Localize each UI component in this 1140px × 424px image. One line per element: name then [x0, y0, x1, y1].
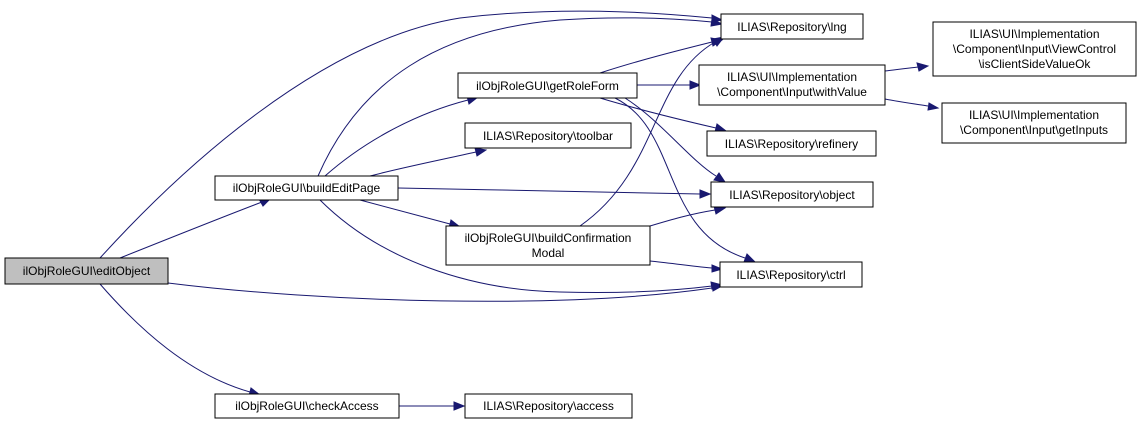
node-label: ILIAS\Repository\ctrl [736, 268, 845, 282]
node-toolbar[interactable]: ILIAS\Repository\toolbar [464, 122, 632, 149]
node-label: ILIAS\UI\Implementation [969, 27, 1099, 41]
node-label: ILIAS\UI\Implementation [727, 70, 857, 84]
node-label: ILIAS\Repository\toolbar [483, 129, 613, 143]
edge-buildEditPage-getRoleForm [324, 95, 480, 177]
node-label: ILIAS\Repository\access [483, 399, 614, 413]
node-access[interactable]: ILIAS\Repository\access [464, 393, 633, 419]
node-buildEditPage[interactable]: ilObjRoleGUI\buildEditPage [214, 175, 399, 201]
node-editObject[interactable]: ilObjRoleGUI\editObject [4, 257, 169, 285]
node-label: ilObjRoleGUI\buildEditPage [233, 181, 381, 195]
node-object[interactable]: ILIAS\Repository\object [710, 181, 874, 208]
node-label: ilObjRoleGUI\getRoleForm [476, 79, 619, 93]
node-label: ILIAS\Repository\lng [737, 20, 846, 34]
node-withValue[interactable]: ILIAS\UI\Implementation \Component\Input… [698, 64, 886, 106]
edge-buildConfirmationModal-object [649, 205, 727, 227]
node-label: ILIAS\Repository\object [729, 188, 855, 202]
node-lng[interactable]: ILIAS\Repository\lng [720, 13, 864, 40]
node-label: \Component\Input\withValue [717, 85, 867, 99]
node-checkAccess[interactable]: ilObjRoleGUI\checkAccess [214, 393, 400, 419]
node-buildConfirmationModal[interactable]: ilObjRoleGUI\buildConfirmation Modal [445, 225, 651, 266]
edge-buildConfirmationModal-ctrl [649, 260, 724, 273]
node-label: \Component\Input\getInputs [960, 123, 1108, 137]
edge-getRoleForm-object [624, 97, 727, 183]
node-isClientSideValueOk[interactable]: ILIAS\UI\Implementation \Component\Input… [932, 21, 1137, 77]
edge-checkAccess-access [399, 401, 466, 411]
edge-buildEditPage-lng [317, 17, 724, 177]
nodes-layer: ilObjRoleGUI\editObject ilObjRoleGUI\bui… [4, 13, 1137, 419]
edge-buildEditPage-toolbar [369, 147, 488, 177]
edge-getRoleForm-withValue [637, 80, 702, 90]
node-ctrl[interactable]: ILIAS\Repository\ctrl [719, 261, 863, 288]
edge-editObject-checkAccess [99, 283, 262, 397]
edge-buildEditPage-buildConfirmationModal [359, 199, 462, 229]
edge-withValue-isClientSideValueOk [884, 62, 930, 72]
edge-withValue-getInputs [884, 98, 940, 111]
node-label: Modal [532, 246, 565, 260]
node-getRoleForm[interactable]: ilObjRoleGUI\getRoleForm [457, 72, 638, 99]
edge-buildEditPage-object [397, 187, 712, 199]
node-label: ilObjRoleGUI\buildConfirmation [465, 231, 632, 245]
node-label: ILIAS\UI\Implementation [969, 108, 1099, 122]
node-label: \Component\Input\ViewControl [953, 42, 1116, 56]
node-label: ilObjRoleGUI\checkAccess [235, 399, 378, 413]
edge-editObject-buildEditPage [119, 196, 274, 259]
node-refinery[interactable]: ILIAS\Repository\refinery [706, 130, 877, 157]
edge-buildEditPage-ctrl [319, 199, 724, 294]
edge-getRoleForm-refinery [599, 97, 728, 133]
node-label: ilObjRoleGUI\editObject [23, 264, 151, 278]
node-label: ILIAS\Repository\refinery [725, 137, 858, 151]
node-label: \isClientSideValueOk [979, 57, 1092, 71]
node-getInputs[interactable]: ILIAS\UI\Implementation \Component\Input… [941, 102, 1127, 144]
